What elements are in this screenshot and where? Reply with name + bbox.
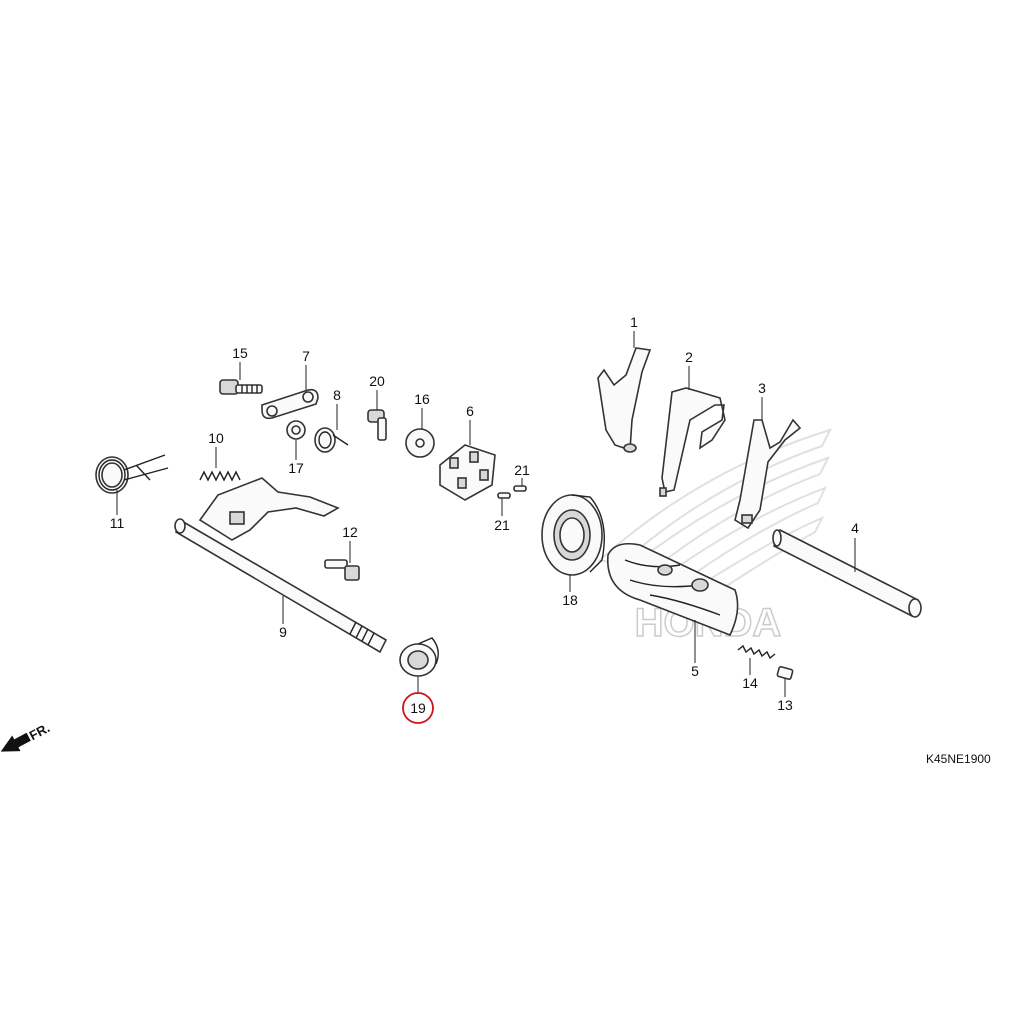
- part-1-fork[interactable]: [597, 347, 652, 453]
- label-part-12[interactable]: 12: [342, 524, 358, 540]
- label-part-14[interactable]: 14: [742, 675, 758, 691]
- label-part-17[interactable]: 17: [288, 460, 304, 476]
- part-labels: 1 2 3 4 5 6 7 8 9 10 11 12 13 14 15 16 1…: [110, 314, 859, 716]
- part-4-fork-shaft[interactable]: [772, 528, 922, 618]
- part-21-pin-a[interactable]: [497, 492, 511, 499]
- part-21-pin-b[interactable]: [513, 485, 527, 492]
- part-7-plate[interactable]: [261, 388, 319, 420]
- label-part-15[interactable]: 15: [232, 345, 248, 361]
- part-15-bolt[interactable]: [219, 379, 263, 395]
- front-direction-indicator: FR.: [0, 720, 53, 752]
- label-part-5[interactable]: 5: [691, 663, 699, 679]
- front-label: FR.: [27, 720, 53, 743]
- part-12-bolt[interactable]: [324, 559, 360, 581]
- part-20-bolt[interactable]: [367, 409, 387, 441]
- part-2-fork[interactable]: [659, 387, 726, 497]
- highlight-circle: [402, 692, 434, 724]
- part-5-shift-drum[interactable]: [607, 542, 739, 637]
- part-16-washer[interactable]: [405, 428, 435, 458]
- label-part-10[interactable]: 10: [208, 430, 224, 446]
- part-14-spring[interactable]: [737, 644, 776, 660]
- label-part-21a[interactable]: 21: [514, 462, 530, 478]
- part-17-washer[interactable]: [286, 420, 306, 440]
- label-part-9[interactable]: 9: [279, 624, 287, 640]
- label-part-1[interactable]: 1: [630, 314, 638, 330]
- diagram-code: K45NE1900: [926, 752, 991, 766]
- part-8-spring[interactable]: [314, 427, 349, 453]
- label-part-20[interactable]: 20: [369, 373, 385, 389]
- part-11-spring[interactable]: [95, 454, 169, 494]
- label-part-11[interactable]: 11: [110, 515, 125, 531]
- part-10-spring[interactable]: [199, 470, 241, 482]
- label-part-13[interactable]: 13: [777, 697, 793, 713]
- label-part-6[interactable]: 6: [466, 403, 474, 419]
- honda-wing-watermark: [597, 428, 832, 612]
- label-part-18[interactable]: 18: [562, 592, 578, 608]
- label-part-3[interactable]: 3: [758, 380, 766, 396]
- part-13-block[interactable]: [776, 666, 794, 680]
- label-part-4[interactable]: 4: [851, 520, 859, 536]
- label-part-8[interactable]: 8: [333, 387, 341, 403]
- leader-lines: [116, 331, 856, 697]
- label-part-16[interactable]: 16: [414, 391, 430, 407]
- part-18-bearing[interactable]: [541, 494, 605, 576]
- label-part-7[interactable]: 7: [302, 348, 310, 364]
- label-part-2[interactable]: 2: [685, 349, 693, 365]
- part-3-fork[interactable]: [734, 418, 802, 530]
- label-part-19[interactable]: 19: [410, 700, 426, 716]
- part-19-oil-seal[interactable]: [399, 637, 439, 677]
- part-6-cam-plate[interactable]: [439, 444, 496, 501]
- front-arrow-icon: [0, 732, 31, 752]
- label-part-21b[interactable]: 21: [494, 517, 510, 533]
- part-9-shift-shaft[interactable]: [174, 477, 388, 654]
